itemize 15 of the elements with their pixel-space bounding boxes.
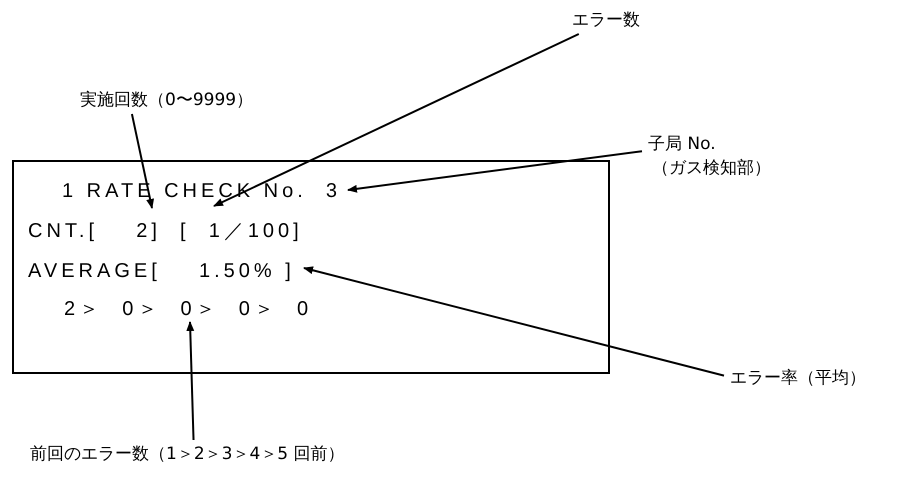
callout-label: エラー数 bbox=[572, 9, 640, 32]
callout-label: エラー率（平均） bbox=[730, 367, 866, 390]
leader-arrow bbox=[213, 33, 580, 207]
leader-arrow bbox=[303, 266, 724, 377]
leader-arrow bbox=[186, 321, 195, 440]
callout-label: 実施回数（0〜9999） bbox=[80, 89, 254, 112]
callout-label: 前回のエラー数（1＞2＞3＞4＞5 回前） bbox=[30, 443, 344, 466]
screen-text-line: AVERAGE[ 1.50% ] bbox=[28, 259, 295, 284]
screen-text-line: 2＞ 0＞ 0＞ 0＞ 0 bbox=[64, 297, 312, 322]
display-screen bbox=[12, 160, 610, 374]
screen-text-line: CNT.[ 2] [ 1／100] bbox=[28, 219, 303, 244]
callout-label: 子局 No. bbox=[648, 133, 717, 156]
leader-arrow bbox=[130, 114, 154, 209]
callout-label: （ガス検知部） bbox=[651, 157, 771, 180]
leader-arrow bbox=[347, 150, 642, 193]
